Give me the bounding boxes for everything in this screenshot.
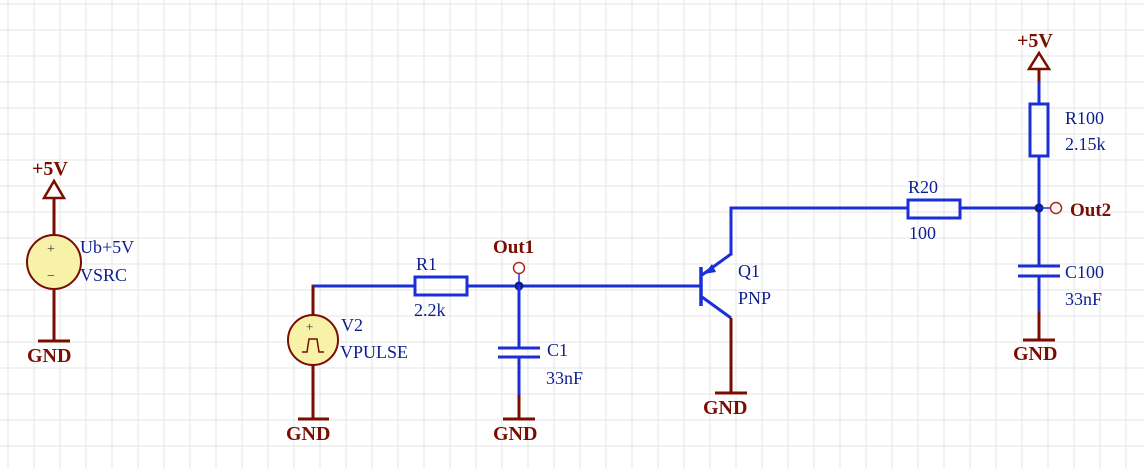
c1-value: 33nF <box>546 368 583 388</box>
r20-value: 100 <box>909 223 936 243</box>
r1-body <box>413 275 469 297</box>
vsrc-minus-sign: − <box>47 269 55 284</box>
c1-designator: C1 <box>547 340 568 360</box>
out1-port-circle <box>512 261 526 275</box>
pulse-waveform-icon <box>302 338 324 353</box>
vsrc-designator: Ub+5V <box>80 237 134 257</box>
q1-value: PNP <box>738 288 771 308</box>
r20-body <box>906 198 962 220</box>
vpulse-plus-sign: + <box>306 319 313 334</box>
q1-collector-leg <box>701 295 732 320</box>
gnd-c1-label: GND <box>493 423 537 445</box>
r100-body <box>1028 102 1050 158</box>
vpulse-designator: V2 <box>341 315 363 335</box>
r1-designator: R1 <box>416 254 437 274</box>
capacitor-c100[interactable]: GND C100 33nF <box>1013 262 1104 365</box>
vcc-left-label: +5V <box>32 158 68 180</box>
vcc-right-label: +5V <box>1017 30 1053 52</box>
resistor-r100[interactable]: +5V R100 2.15k <box>1017 30 1106 267</box>
gnd-vsrc-label: GND <box>27 345 71 367</box>
out2-label: Out2 <box>1070 200 1111 221</box>
r100-value: 2.15k <box>1065 134 1106 154</box>
gnd-c100-label: GND <box>1013 343 1057 365</box>
gnd-q1-label: GND <box>703 397 747 419</box>
gnd-vpulse-label: GND <box>286 423 330 445</box>
r20-designator: R20 <box>908 177 938 197</box>
r100-designator: R100 <box>1065 108 1104 128</box>
resistor-r20[interactable]: R20 100 <box>906 177 962 243</box>
c100-designator: C100 <box>1065 262 1104 282</box>
vcc-left-power-arrow <box>41 178 67 200</box>
out1-label: Out1 <box>493 237 534 258</box>
r1-value: 2.2k <box>414 300 446 320</box>
q1-emitter-arrow <box>704 264 716 274</box>
vcc-right-power-arrow <box>1026 50 1052 71</box>
out2-port-circle <box>1049 201 1063 215</box>
vsrc-value: VSRC <box>80 265 127 285</box>
q1-designator: Q1 <box>738 261 760 281</box>
c100-value: 33nF <box>1065 289 1102 309</box>
vpulse-value: VPULSE <box>340 342 408 362</box>
vsrc-power-source[interactable]: +5V + − GND Ub+5V VSRC <box>26 158 134 367</box>
vpulse-source[interactable]: + GND V2 VPULSE <box>286 284 417 445</box>
transistor-q1-pnp[interactable]: GND Q1 PNP <box>699 206 910 419</box>
net-out2[interactable]: Out2 <box>1034 200 1112 221</box>
capacitor-c1[interactable]: GND C1 33nF <box>493 284 583 445</box>
vsrc-plus-sign: + <box>47 242 55 257</box>
resistor-r1[interactable]: R1 2.2k <box>413 254 469 320</box>
